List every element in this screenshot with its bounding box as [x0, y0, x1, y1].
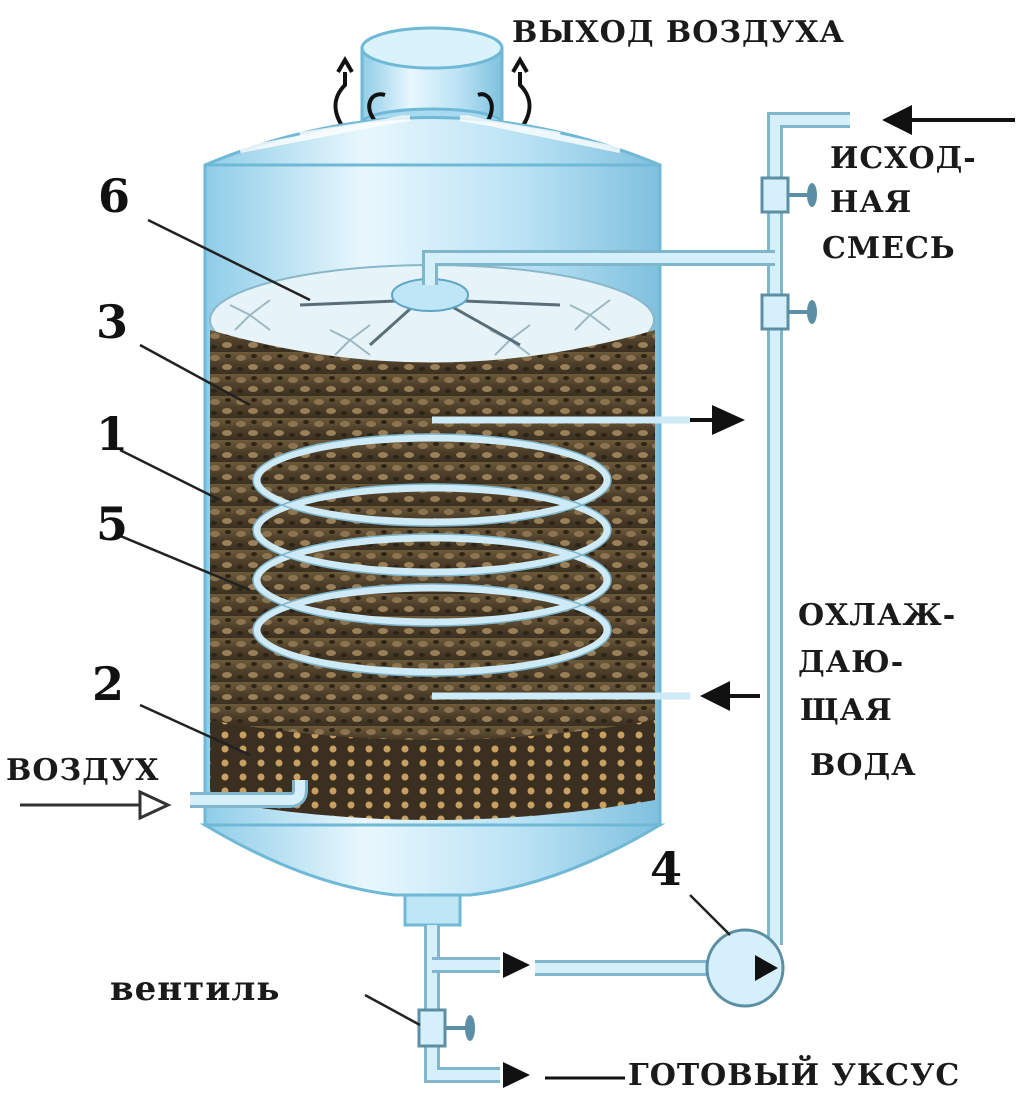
- leader-lines: [117, 218, 731, 1027]
- label-vinegar: ГОТОВЫЙ УКСУС: [628, 1055, 960, 1093]
- label-cooling-4: ВОДА: [810, 748, 917, 783]
- drain-arrows: [503, 952, 625, 1088]
- sprinkler-zone: [209, 264, 655, 376]
- callout-5: 5: [96, 497, 128, 551]
- packing-layer: [210, 330, 655, 820]
- label-cooling-3: ЩАЯ: [800, 693, 893, 728]
- air-inlet-pipe: [20, 780, 308, 821]
- callout-2: 2: [92, 657, 124, 711]
- label-air-in: ВОЗДУХ: [6, 753, 159, 788]
- callout-6: 6: [98, 169, 130, 223]
- label-source-mix-3: СМЕСЬ: [822, 231, 956, 266]
- label-source-mix-1: ИСХОД-: [830, 141, 977, 176]
- label-valve: вентиль: [110, 969, 280, 1009]
- label-source-mix-2: НАЯ: [830, 185, 912, 220]
- label-cooling-1: ОХЛАЖ-: [798, 598, 956, 633]
- label-air-out: ВЫХОД ВОЗДУХА: [512, 15, 845, 50]
- feed-valve-upper: [760, 176, 817, 214]
- cooling-coil: [253, 416, 690, 700]
- coil-outline: [252, 433, 612, 677]
- callout-4: 4: [650, 842, 682, 896]
- vessel-bottom: [199, 823, 666, 927]
- feed-pipe: [422, 112, 850, 945]
- callout-1: 1: [96, 407, 128, 461]
- bottom-valve: [417, 1008, 475, 1048]
- drain-piping: [424, 925, 720, 1083]
- callout-3: 3: [96, 295, 128, 349]
- label-cooling-2: ДАЮ-: [798, 645, 904, 680]
- feed-valve-lower: [760, 293, 817, 331]
- coil-arrows: [690, 405, 760, 711]
- feed-arrow: [882, 105, 1015, 135]
- pump: [705, 928, 785, 1008]
